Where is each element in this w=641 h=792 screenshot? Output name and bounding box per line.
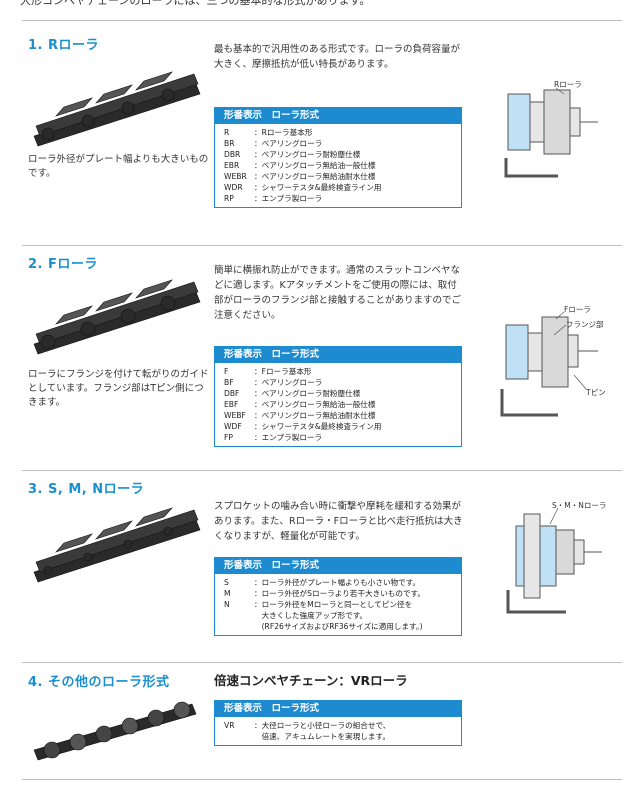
f-roller-code-table: 形番表示 ローラ形式 F：Fローラ基本形 BF：ベアリングローラ DBF：ベアリ… (214, 346, 462, 447)
f-roller-diagram: Fローラ フランジ部 Tピン (500, 305, 606, 417)
divider (22, 245, 622, 246)
smn-roller-chain-image (33, 507, 201, 583)
divider (22, 20, 622, 21)
code-row: F：Fローラ基本形 (224, 367, 312, 376)
code-row: WEBR：ベアリングローラ無給油耐水仕様 (224, 172, 376, 181)
section-title-r-roller: 1. Rローラ (28, 38, 100, 53)
code-row: RP：エンプラ製ローラ (224, 194, 323, 203)
diagram-label: Fローラ (564, 305, 591, 314)
code-row: DBR：ベアリングローラ耐粉塵仕様 (224, 150, 361, 159)
r-roller-chain-image (33, 71, 201, 147)
code-row: (RF26サイズおよびRF36サイズに適用します。) (254, 622, 423, 631)
code-row: M：ローラ外径がSローラより若干大きいものです。 (224, 589, 425, 598)
r-roller-diagram: Rローラ (504, 80, 598, 178)
code-row: VR：大径ローラと小径ローラの組合せで、 (224, 721, 391, 730)
diagram-label: フランジ部 (566, 319, 604, 329)
code-row: WEBF：ベアリングローラ無給油耐水仕様 (224, 411, 376, 420)
smn-roller-diagram: S・M・Nローラ (506, 501, 606, 614)
divider (22, 779, 622, 780)
code-row: EBF：ベアリングローラ無給油一般仕様 (224, 400, 376, 409)
divider (22, 470, 622, 471)
code-row: R：Rローラ基本形 (224, 128, 313, 137)
code-row: 大きくした強度アップ形です。 (254, 611, 368, 620)
code-row: WDF：シャワーテスタ&最終検査ライン用 (224, 422, 382, 431)
code-row: WDR：シャワーテスタ&最終検査ライン用 (224, 183, 382, 192)
code-row: N：ローラ外径をMローラと同一としてピン径を (224, 600, 413, 609)
smn-roller-description: スプロケットの噛み合い時に衝撃や摩耗を緩和する効果があります。また、Rローラ・F… (214, 501, 463, 542)
vr-roller-chain-image (33, 701, 197, 761)
vr-roller-code-table: 形番表示 ローラ形式 VR：大径ローラと小径ローラの組合せで、 倍速、アキュムレ… (214, 700, 462, 746)
section-title-other-roller: 4. その他のローラ形式 (28, 675, 170, 690)
vr-roller-subheading: 倍速コンベヤチェーン：VRローラ (214, 673, 408, 688)
code-table-heading: 形番表示 ローラ形式 (215, 558, 461, 574)
section-title-smn-roller: 3. S, M, Nローラ (28, 482, 145, 497)
code-row: EBR：ベアリングローラ無給油一般仕様 (224, 161, 376, 170)
intro-text: 大形コンベヤチェーンのローラには、三つの基本的な形式があります。 (20, 0, 371, 7)
code-table-heading: 形番表示 ローラ形式 (215, 701, 461, 717)
f-roller-caption: ローラにフランジを付けて転がりのガイドとしています。フランジ部はTピン側につきま… (28, 369, 209, 408)
smn-roller-code-table: 形番表示 ローラ形式 S：ローラ外径がプレート幅よりも小さい物です。 M：ローラ… (214, 557, 462, 636)
diagram-label: S・M・Nローラ (552, 501, 606, 510)
code-row: FP：エンプラ製ローラ (224, 433, 323, 442)
r-roller-code-table: 形番表示 ローラ形式 R：Rローラ基本形 BR：ベアリングローラ DBR：ベアリ… (214, 107, 462, 208)
r-roller-caption: ローラ外径がプレート幅よりも大きいものです。 (28, 154, 209, 179)
code-row: 倍速、アキュムレートを実現します。 (254, 732, 390, 741)
code-row: S：ローラ外径がプレート幅よりも小さい物です。 (224, 578, 421, 587)
section-title-f-roller: 2. Fローラ (28, 257, 98, 272)
code-row: BF：ベアリングローラ (224, 378, 323, 387)
code-row: BR：ベアリングローラ (224, 139, 323, 148)
code-row: DBF：ベアリングローラ耐粉塵仕様 (224, 389, 361, 398)
r-roller-description: 最も基本的で汎用性のある形式です。ローラの負荷容量が大きく、摩擦抵抗が低い特長が… (214, 44, 461, 70)
divider (22, 662, 622, 663)
diagram-label: Rローラ (554, 80, 582, 89)
code-table-heading: 形番表示 ローラ形式 (215, 108, 461, 124)
f-roller-description: 簡単に横振れ防止ができます。通常のスラットコンベヤなどに適します。Kアタッチメン… (214, 265, 462, 321)
f-roller-chain-image (33, 279, 201, 355)
code-table-heading: 形番表示 ローラ形式 (215, 347, 461, 363)
diagram-label: Tピン (585, 388, 606, 397)
